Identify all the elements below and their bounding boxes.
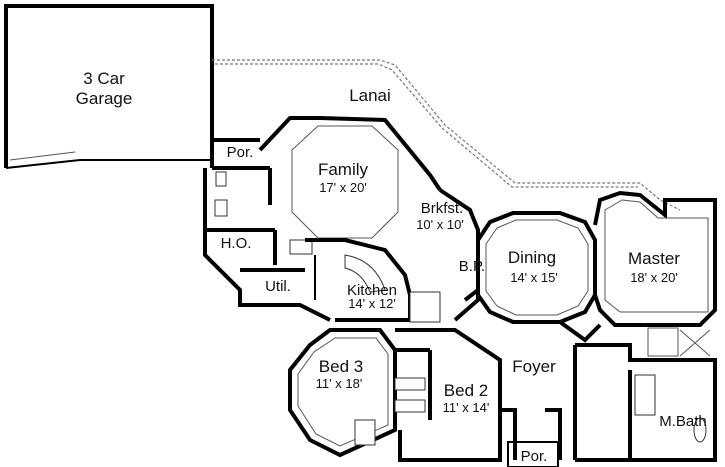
svg-text:14' x 15': 14' x 15' [510, 270, 558, 285]
dining-walls [476, 211, 597, 324]
svg-text:3 Car: 3 Car [83, 69, 125, 88]
bed2-label: Bed 2 11' x 14' [443, 381, 490, 415]
svg-text:Kitchen: Kitchen [347, 282, 397, 299]
svg-text:Brkfst.: Brkfst. [421, 200, 464, 217]
garage-walls [4, 4, 214, 169]
family-walls [258, 116, 442, 239]
bed3-walls [288, 328, 397, 458]
mbath-walls [573, 327, 717, 462]
svg-text:Bed 2: Bed 2 [444, 381, 488, 400]
svg-text:11' x 14': 11' x 14' [443, 400, 490, 415]
foyer-walls [453, 295, 602, 467]
bp-label: B.P. [459, 258, 485, 275]
brkfst-walls [438, 188, 480, 302]
svg-text:Family: Family [318, 160, 369, 179]
master-walls [593, 190, 717, 327]
svg-text:Bed 3: Bed 3 [319, 357, 363, 376]
svg-text:Master: Master [628, 249, 680, 268]
garage-label: 3 Car Garage [76, 69, 133, 108]
svg-text:10' x 10': 10' x 10' [416, 217, 464, 232]
bed3-label: Bed 3 11' x 18' [316, 357, 364, 391]
porch-front-label: Por. [521, 448, 548, 465]
svg-text:14' x 12': 14' x 12' [348, 296, 396, 311]
svg-text:Garage: Garage [76, 89, 133, 108]
ho-label: H.O. [221, 235, 252, 252]
util-label: Util. [265, 278, 291, 295]
svg-text:18' x 20': 18' x 20' [630, 270, 678, 285]
lanai-label: Lanai [349, 86, 391, 105]
mbath-label: M.Bath [659, 413, 707, 430]
master-label: Master 18' x 20' [628, 249, 680, 285]
kitchen-walls [305, 238, 441, 323]
svg-text:11' x 18': 11' x 18' [316, 376, 363, 391]
back-porch-walls [212, 138, 270, 170]
ho-util-walls [203, 168, 331, 322]
porch-back-label: Por. [227, 144, 254, 161]
dining-label: Dining 14' x 15' [508, 248, 558, 285]
kitchen-label: Kitchen 14' x 12' [347, 282, 397, 311]
lanai-outline [212, 59, 681, 211]
svg-text:Dining: Dining [508, 248, 556, 267]
family-label: Family 17' x 20' [318, 160, 369, 195]
foyer-label: Foyer [512, 357, 556, 376]
brkfst-label: Brkfst. 10' x 10' [416, 200, 464, 232]
svg-text:17' x 20': 17' x 20' [319, 180, 367, 195]
